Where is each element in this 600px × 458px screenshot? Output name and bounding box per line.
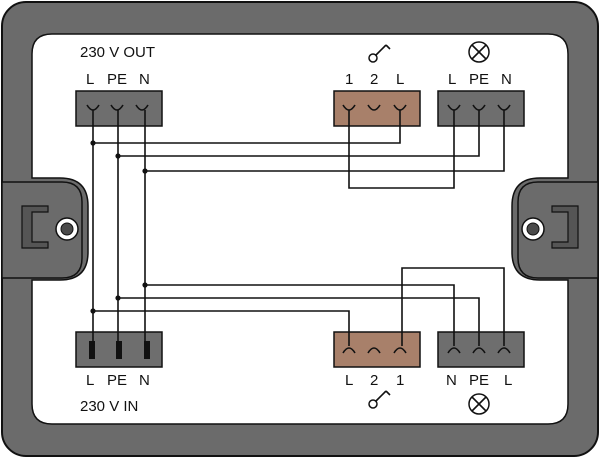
terminal-block-lamp-top: L PE N xyxy=(437,71,525,127)
wire-top-pe-to-lamp xyxy=(118,110,480,157)
in-terminal-label-l: L xyxy=(86,372,94,389)
out-title: 230 V OUT xyxy=(80,44,155,61)
right-ear-bracket-icon xyxy=(551,205,579,249)
wire-bottom-n-to-lamp xyxy=(145,284,455,346)
terminal-block-lamp-bottom: N PE L xyxy=(437,331,525,389)
wire-top-switch1-to-lamp-l xyxy=(348,110,455,189)
out-terminal-label-n: N xyxy=(139,71,150,88)
wiring xyxy=(90,110,505,346)
lamp-top-label-pe: PE xyxy=(469,71,489,88)
switch-bottom-label-2: 2 xyxy=(370,372,378,389)
lamp-icon xyxy=(468,41,490,63)
lamp-bottom-label-pe: PE xyxy=(469,372,489,389)
switch-top-label-1: 1 xyxy=(345,71,353,88)
out-terminal-label-pe: PE xyxy=(107,71,127,88)
in-title: 230 V IN xyxy=(80,398,138,415)
terminal-block-in: L PE N xyxy=(75,331,163,389)
lamp-bottom-label-n: N xyxy=(446,372,457,389)
switch-top-label-2: 2 xyxy=(370,71,378,88)
inner-panel xyxy=(31,33,569,425)
switch-top-label-l: L xyxy=(396,71,404,88)
wire-bottom-switch1-to-lamp-l xyxy=(401,267,505,346)
left-mounting-ear xyxy=(1,181,83,279)
lamp-bottom-label-l: L xyxy=(504,372,512,389)
switch-bottom-label-1: 1 xyxy=(396,372,404,389)
lamp-top-label-l: L xyxy=(448,71,456,88)
switch-icon-bottom xyxy=(368,390,391,409)
in-terminal-label-n: N xyxy=(139,372,150,389)
lamp-top-label-n: N xyxy=(501,71,512,88)
switch-bottom-label-l: L xyxy=(345,372,353,389)
lamp-icon-bottom xyxy=(468,393,490,415)
in-terminal-label-pe: PE xyxy=(107,372,127,389)
wire-bottom-pe-to-lamp xyxy=(118,297,480,346)
wire-top-n-to-lamp xyxy=(145,110,505,172)
out-terminal-label-l: L xyxy=(86,71,94,88)
right-mounting-ear xyxy=(517,181,599,279)
terminal-block-out: L PE N xyxy=(75,71,163,127)
wire-bottom-l-to-switch xyxy=(93,310,350,346)
wire-top-l-to-switch xyxy=(93,110,401,144)
left-ear-bracket-icon xyxy=(21,205,49,249)
switch-icon xyxy=(368,44,391,63)
